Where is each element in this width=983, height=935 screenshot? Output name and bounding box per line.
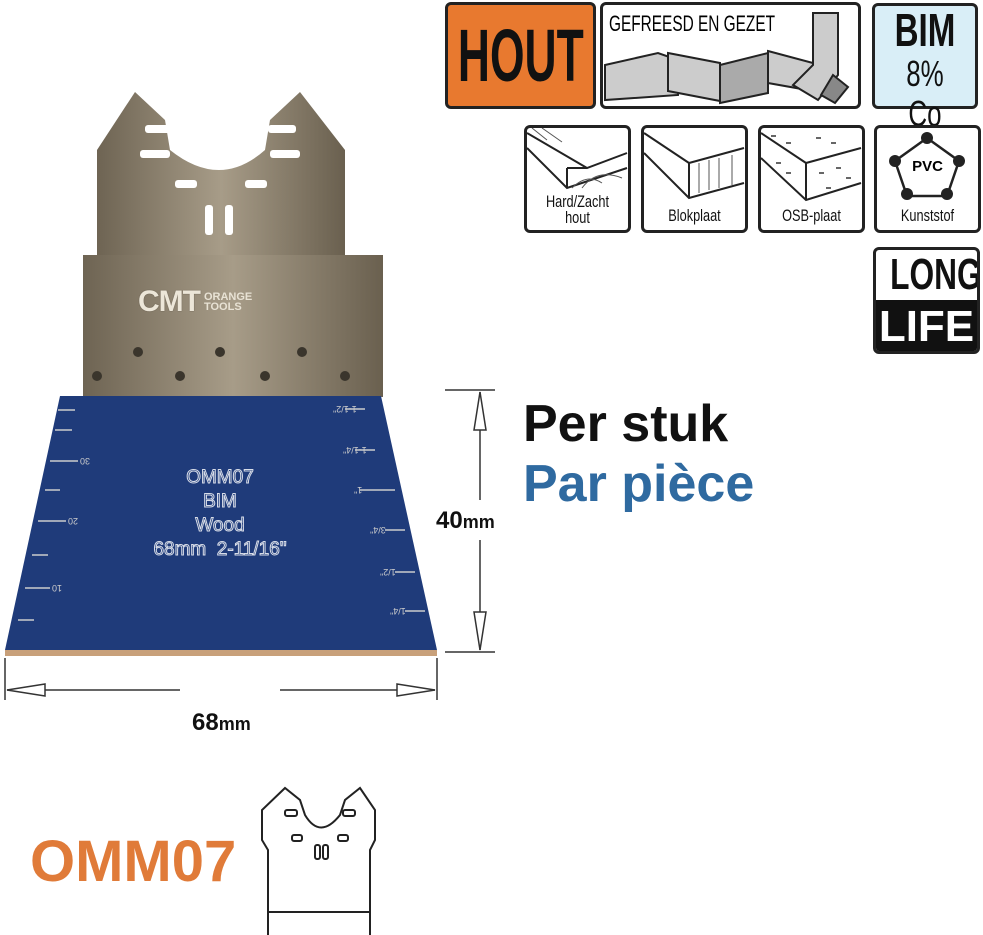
small-blade-outline bbox=[261, 786, 376, 935]
set-teeth-icon bbox=[604, 12, 850, 105]
height-dimension-label: 40mm bbox=[436, 507, 495, 534]
blockboard-icon bbox=[644, 132, 745, 200]
blade-mount bbox=[83, 92, 383, 397]
application-pvc-icon: PVC Kunststof bbox=[874, 125, 981, 233]
price-unit-nl: Per stuk bbox=[523, 395, 729, 453]
width-dimension-label: 68mm bbox=[192, 709, 251, 736]
price-unit-fr: Par pièce bbox=[523, 455, 755, 513]
brand-logo: CMT ORANGE TOOLS bbox=[138, 285, 253, 318]
blade-cutting-body bbox=[5, 396, 437, 650]
wood-plank-icon bbox=[527, 128, 628, 190]
pvc-pentagon-icon bbox=[889, 132, 965, 200]
osb-board-icon bbox=[761, 132, 862, 202]
application-blockboard-icon: Blokplaat bbox=[641, 125, 748, 233]
dimension-lines bbox=[4, 389, 495, 700]
product-code: OMM07 bbox=[30, 829, 237, 894]
longlife-badge: LONG LIFE bbox=[873, 247, 980, 354]
application-osb-icon: OSB-plaat bbox=[758, 125, 865, 233]
material-badge-hout: HOUT bbox=[445, 2, 596, 109]
alloy-badge-bim: BIM 8% Co bbox=[872, 3, 978, 134]
blade-engraving: OMM07 BIM Wood 68mm 2-11/16" bbox=[153, 467, 287, 561]
tooth-type-badge: GEFREESD EN GEZET bbox=[600, 2, 861, 109]
blade-teeth bbox=[5, 650, 437, 656]
